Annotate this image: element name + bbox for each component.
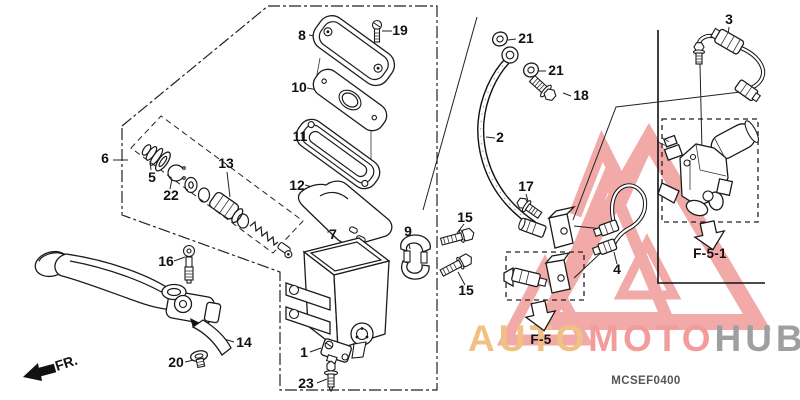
brand-segment-auto: AUTO [468,318,588,359]
f5-joint [503,252,571,294]
ref-label-f51: F-5-1 [693,246,727,261]
part-callout-8: 8 [298,27,306,43]
part-callout-18: 18 [573,87,589,103]
bracket-screw [323,360,339,393]
brake-pipe-joint [591,183,648,256]
part-callout-21a: 21 [518,30,534,46]
diaphragm [297,180,393,246]
handlebar-clamp [400,234,431,280]
part-callout-7: 7 [329,226,337,242]
cap-screw [371,19,383,43]
part-callout-12: 12 [289,177,305,193]
part-callout-6: 6 [101,150,109,166]
part-callout-5: 5 [148,169,156,185]
brand-watermark: AUTOMOTOHUB [468,318,800,359]
part-callout-1: 1 [300,344,308,360]
clamp-bolt-lower [439,253,472,277]
brake-lever [34,250,232,356]
part-callout-14: 14 [236,334,252,350]
oil-bolt [528,74,557,101]
reservoir-plate [312,68,388,132]
part-callout-15a: 15 [457,209,473,225]
figure-code: MCSEF0400 [611,375,680,387]
part-callout-2: 2 [496,129,504,145]
abs-modulator [657,120,759,217]
diaphragm-plate [295,118,381,190]
part-callout-13: 13 [218,155,234,171]
f51-arrow [693,220,726,251]
part-callout-16: 16 [158,253,174,269]
piston-kit-boundary [130,115,304,254]
fr-label: FR. [53,352,79,374]
mounting-bracket [320,338,352,365]
ref-label-f5: F-5 [530,332,551,347]
part-callout-23: 23 [298,375,314,391]
part-callout-3: 3 [725,11,733,27]
hose-bolt [516,197,543,219]
master-cylinder-body [285,237,391,359]
sealing-washer-lower [522,62,540,78]
brake-pipe-top [692,27,766,103]
clamp-bolt-upper [439,227,475,246]
part-callout-4: 4 [613,261,621,277]
part-callout-21b: 21 [548,62,564,78]
reservoir-cap [312,15,396,87]
brand-segment-moto: MOTO [588,318,714,359]
f5-arrow [524,300,557,332]
brake-hose [477,46,540,230]
hose-joint [518,205,577,249]
part-callout-19: 19 [392,22,408,38]
fr-direction-arrow: FR. [23,352,79,381]
piston-repair-kit [141,144,293,259]
part-callout-15b: 15 [458,282,474,298]
master-cylinder-group-boundary [121,5,438,391]
lever-nut [189,350,209,369]
sealing-washer-upper [491,31,509,47]
part-callout-17: 17 [518,178,534,194]
lever-pivot-bolt [182,244,196,284]
part-callout-10: 10 [291,79,307,95]
part-callout-20: 20 [168,354,184,370]
section-bracket-line [657,30,765,284]
part-callout-9: 9 [404,223,412,239]
part-callout-11: 11 [293,128,308,144]
part-callout-22: 22 [163,187,179,203]
bleeder-bolt [692,42,706,65]
brand-segment-hub: HUB [714,318,800,359]
